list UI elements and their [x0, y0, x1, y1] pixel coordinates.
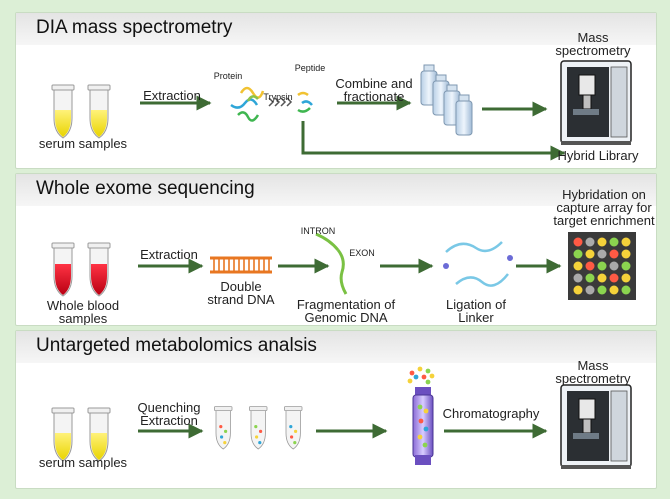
fragmentation-label: Fragmentation of Genomic DNA [296, 297, 396, 325]
samples-label: Whole blood samples [46, 298, 120, 326]
dna-ladder-icon [210, 256, 272, 274]
exon-label: EXON [349, 248, 375, 258]
intron-label: INTRON [300, 226, 336, 236]
hybridation-label: Hybridation on capture array for target … [553, 187, 655, 228]
extraction-label: Extraction [143, 88, 201, 103]
chromatography-label: Chromatography [442, 406, 540, 421]
extraction-label: Extraction [140, 247, 198, 262]
tube-icon [87, 407, 111, 462]
tube-icon [213, 406, 233, 450]
panel-wes-graphics [51, 232, 636, 300]
protein-icon [230, 86, 265, 122]
panel-dia-graphics [51, 60, 632, 161]
capture-array-icon [568, 232, 636, 300]
mass-spectrometer-icon [560, 60, 632, 146]
quench-label: Quenching Extraction [137, 400, 201, 428]
tube-icon [51, 84, 75, 139]
linker-strand-icon [443, 241, 513, 287]
tube-icon [248, 406, 268, 450]
protein-label: Protein [213, 71, 243, 81]
panel-title: Untargeted metabolomics analsis [36, 335, 317, 356]
tube-icon [51, 407, 75, 462]
panel-header [16, 331, 656, 363]
panel-header [16, 13, 656, 45]
mass-spec-label: Mass spectrometry [555, 358, 631, 386]
samples-label: serum samples [38, 136, 128, 151]
panel-dia: DIA mass spectrometry [15, 12, 657, 169]
panel-title: DIA mass spectrometry [36, 17, 233, 38]
trypsin-label: Trypsin [263, 92, 293, 102]
panel-title: Whole exome sequencing [36, 178, 255, 199]
samples-label: serum samples [38, 455, 128, 470]
chromatography-column-icon [407, 366, 435, 465]
panel-metabolomics-graphics [51, 366, 632, 470]
tube-icon [283, 406, 303, 450]
tube-icon [51, 242, 75, 297]
arrow [301, 121, 566, 161]
vial-icon [455, 94, 473, 136]
panel-wes: Whole exome sequencing [15, 173, 657, 326]
panel-metabolomics: Untargeted metabolomics analsis [15, 330, 657, 489]
tube-icon [87, 84, 111, 139]
mass-spec-label: Mass spectrometry [555, 30, 631, 58]
ligation-label: Ligation of Linker [446, 297, 506, 325]
exon-strand-icon [315, 232, 348, 295]
combine-label: Combine and fractionate [335, 76, 413, 104]
peptide-icon [297, 91, 313, 113]
dna-label: Double strand DNA [207, 279, 275, 307]
trypsin-chevrons [268, 97, 293, 107]
peptide-label: Peptide [294, 63, 326, 73]
panel-header [16, 174, 656, 206]
hybrid-library-label: Hybrid Library [557, 148, 639, 163]
mass-spectrometer-icon [560, 384, 632, 470]
tube-icon [87, 242, 111, 297]
